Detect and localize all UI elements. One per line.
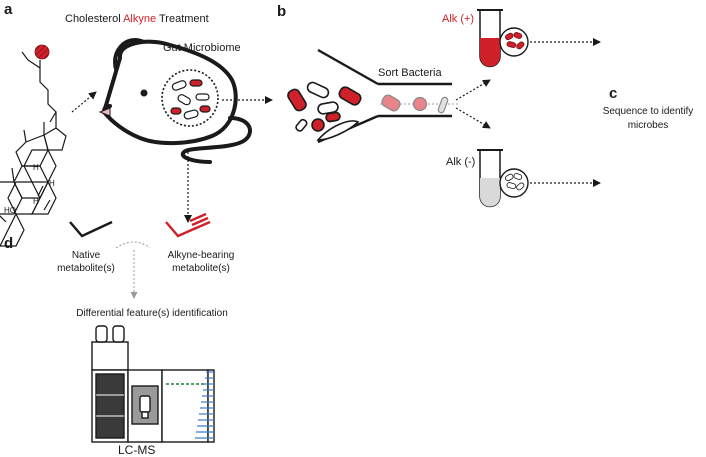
alkyne-label-line1: Alkyne-bearing: [168, 250, 235, 261]
lcms-label: LC-MS: [118, 443, 155, 457]
gut-bacteria-group: [170, 79, 211, 120]
mouse-nose-icon: [98, 107, 111, 117]
alkyne-label-line2: metabolite(s): [172, 263, 230, 274]
alk-negative-tube-icon: [477, 149, 503, 208]
unsorted-bacteria: [287, 81, 362, 141]
sequence-label-line1: Sequence to identify: [603, 106, 694, 117]
panel-label-a: a: [4, 1, 13, 18]
sort-down-arrow: [455, 107, 491, 129]
lcms-vent-stripes: [195, 371, 214, 439]
alk-positive-label: Alk (+): [442, 13, 474, 25]
alk-negative-bacteria: [505, 173, 525, 191]
alkyne-metabolite-icon: [165, 212, 211, 238]
merge-arc: [115, 241, 151, 249]
treatment-arrow: [71, 91, 97, 113]
alk-positive-tube-icon: [477, 9, 503, 68]
hydrogen-label-1: H: [33, 163, 39, 172]
alk-negative-label: Alk (-): [446, 156, 475, 168]
alkyne-tag-icon: [34, 44, 50, 60]
sorting-bacteria: [381, 94, 449, 114]
native-metabolite-icon: [69, 220, 113, 238]
panel-label-b: b: [277, 3, 286, 20]
alk-negative-zoom-circle: [499, 168, 529, 198]
hydrogen-label-2: H: [49, 179, 55, 188]
mouse-eye-icon: [140, 89, 148, 97]
gut-microbiome-label: Gut Microbiome: [163, 42, 241, 54]
sort-bacteria-label: Sort Bacteria: [378, 67, 442, 79]
steroid-ring-system: [0, 149, 57, 247]
alk-positive-bacteria: [505, 32, 525, 50]
sort-up-arrow: [455, 79, 491, 101]
alk-positive-zoom-circle: [499, 27, 529, 57]
panel-label-c: c: [609, 85, 617, 102]
native-label-line2: metabolite(s): [57, 263, 115, 274]
native-label-line1: Native: [72, 250, 101, 261]
hydroxyl-label: HO: [4, 206, 16, 215]
differential-label: Differential feature(s) identification: [76, 308, 228, 319]
treatment-title: Cholesterol Alkyne Treatment: [65, 13, 209, 25]
hydrogen-label-3: H: [33, 197, 39, 206]
panel-label-d: d: [4, 235, 13, 252]
lcms-instrument-icon: [91, 325, 215, 443]
sequence-label-line2: microbes: [628, 120, 669, 131]
